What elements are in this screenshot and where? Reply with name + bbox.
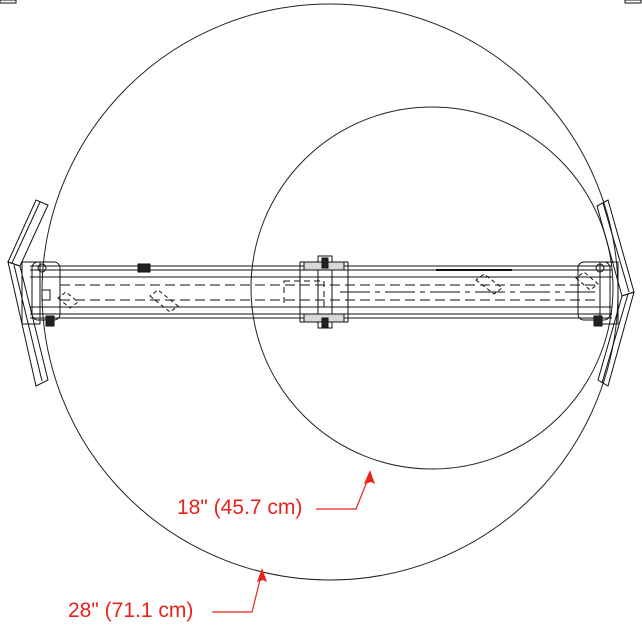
fittings (37, 263, 605, 327)
arm-assembly (30, 261, 612, 321)
large-leader-arrow (257, 568, 267, 582)
small-leader-arrow (364, 470, 375, 484)
left-end-plate (7, 199, 49, 387)
dimension-label-small: 18" (45.7 cm) (177, 496, 303, 519)
corner-marks (0, 0, 642, 4)
center-clamp (299, 255, 349, 329)
small-leader-line (316, 473, 371, 510)
right-end-plate (596, 199, 635, 387)
dimension-leaders (212, 473, 371, 613)
large-leader-line (212, 571, 263, 613)
dimension-arrowheads (257, 470, 375, 582)
small-swing-circle (250, 106, 614, 470)
dimension-label-large: 28" (71.1 cm) (68, 599, 194, 622)
